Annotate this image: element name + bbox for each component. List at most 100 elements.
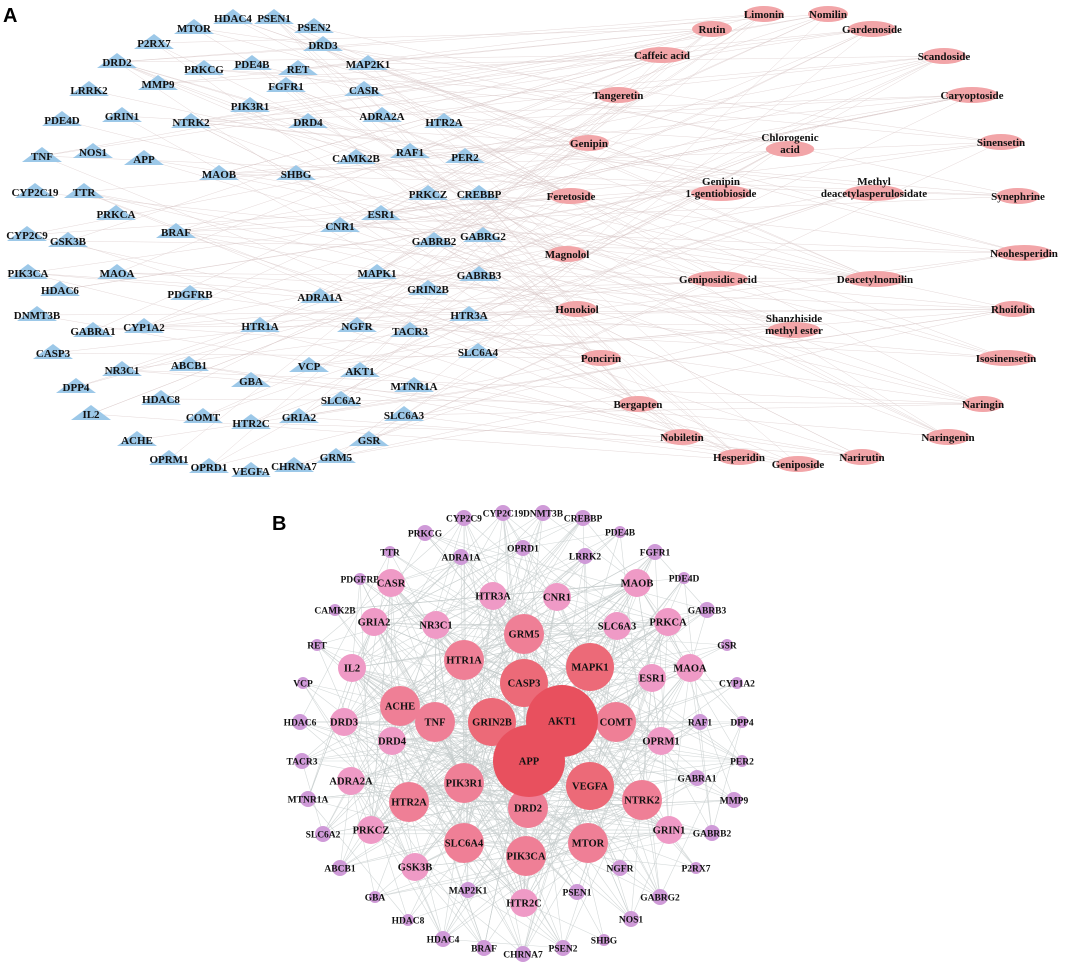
protein-node-gsk3b[interactable]: GSK3B <box>398 853 432 881</box>
protein-node-slc6a2[interactable]: SLC6A2 <box>306 826 341 842</box>
target-node-gabrg2[interactable]: GABRG2 <box>460 227 506 243</box>
target-node-abcb1[interactable]: ABCB1 <box>169 356 209 372</box>
protein-node-abcb1[interactable]: ABCB1 <box>324 860 356 876</box>
target-node-slc6a3[interactable]: SLC6A3 <box>384 406 425 422</box>
target-node-crebbp[interactable]: CREBBP <box>457 185 502 201</box>
protein-node-esr1[interactable]: ESR1 <box>638 664 666 692</box>
protein-node-nos1[interactable]: NOS1 <box>619 911 644 927</box>
target-node-pik3r1[interactable]: PIK3R1 <box>230 97 270 113</box>
target-node-pdgfrb[interactable]: PDGFRB <box>167 285 213 301</box>
compound-node-genipin[interactable]: Genipin <box>569 135 609 151</box>
target-node-shbg[interactable]: SHBG <box>276 165 316 181</box>
protein-node-grin1[interactable]: GRIN1 <box>653 816 686 844</box>
protein-node-mapk1[interactable]: MAPK1 <box>566 643 614 691</box>
target-node-ngfr[interactable]: NGFR <box>337 317 377 333</box>
compound-node-nomilin[interactable]: Nomilin <box>808 6 848 22</box>
protein-node-htr3a[interactable]: HTR3A <box>475 582 511 610</box>
compound-node-nobiletin[interactable]: Nobiletin <box>660 429 704 445</box>
protein-node-tnf[interactable]: TNF <box>415 702 455 742</box>
protein-node-htr2a[interactable]: HTR2A <box>389 782 429 822</box>
target-node-adra2a[interactable]: ADRA2A <box>359 107 405 123</box>
compound-node-gardenoside[interactable]: Gardenoside <box>842 21 902 37</box>
protein-node-pik3ca[interactable]: PIK3CA <box>506 836 546 876</box>
protein-node-casp3[interactable]: CASP3 <box>500 659 548 707</box>
protein-node-grm5[interactable]: GRM5 <box>504 614 544 654</box>
target-node-oprd1[interactable]: OPRD1 <box>189 458 229 474</box>
protein-node-psen2[interactable]: PSEN2 <box>548 940 578 956</box>
target-node-gabrb2[interactable]: GABRB2 <box>412 232 457 248</box>
protein-node-lrrk2[interactable]: LRRK2 <box>569 548 601 564</box>
compound-node-naringin[interactable]: Naringin <box>962 396 1004 412</box>
protein-node-tacr3[interactable]: TACR3 <box>287 753 318 769</box>
target-node-drd3[interactable]: DRD3 <box>303 36 343 52</box>
target-node-gsr[interactable]: GSR <box>349 431 389 447</box>
protein-node-adra2a[interactable]: ADRA2A <box>329 767 373 795</box>
protein-node-ret[interactable]: RET <box>307 639 327 652</box>
target-node-pde4d[interactable]: PDE4D <box>42 111 82 127</box>
target-node-cyp2c9[interactable]: CYP2C9 <box>6 226 48 242</box>
target-node-mtnr1a[interactable]: MTNR1A <box>390 377 438 393</box>
target-node-vcp[interactable]: VCP <box>289 357 329 373</box>
target-node-nos1[interactable]: NOS1 <box>73 143 113 159</box>
protein-node-pik3r1[interactable]: PIK3R1 <box>444 763 484 803</box>
compound-node-honokiol[interactable]: Honokiol <box>555 301 599 317</box>
compound-node-naringenin[interactable]: Naringenin <box>921 429 975 445</box>
target-node-lrrk2[interactable]: LRRK2 <box>69 81 109 97</box>
protein-node-vcp[interactable]: VCP <box>293 677 313 690</box>
protein-node-ache[interactable]: ACHE <box>380 686 420 726</box>
protein-node-gba[interactable]: GBA <box>365 891 386 904</box>
target-node-mapk1[interactable]: MAPK1 <box>357 264 397 280</box>
protein-node-slc6a4[interactable]: SLC6A4 <box>444 823 484 863</box>
protein-node-psen1[interactable]: PSEN1 <box>562 884 592 900</box>
target-node-ntrk2[interactable]: NTRK2 <box>171 113 211 129</box>
protein-node-htr2c[interactable]: HTR2C <box>506 889 542 917</box>
target-node-map2k1[interactable]: MAP2K1 <box>346 55 391 71</box>
target-node-psen2[interactable]: PSEN2 <box>294 18 334 34</box>
target-node-chrna7[interactable]: CHRNA7 <box>271 457 317 473</box>
protein-node-chrna7[interactable]: CHRNA7 <box>503 946 543 962</box>
target-node-grin2b[interactable]: GRIN2B <box>407 280 449 296</box>
protein-node-dnmt3b[interactable]: DNMT3B <box>523 505 564 521</box>
protein-node-braf[interactable]: BRAF <box>471 940 497 956</box>
compound-node-rutin[interactable]: Rutin <box>692 21 732 37</box>
target-node-slc6a2[interactable]: SLC6A2 <box>321 391 362 407</box>
target-node-dnmt3b[interactable]: DNMT3B <box>14 306 61 322</box>
protein-node-cyp2c9[interactable]: CYP2C9 <box>446 510 482 526</box>
compound-node-neohesperidin[interactable]: Neohesperidin <box>990 245 1058 261</box>
target-node-pde4b[interactable]: PDE4B <box>232 55 272 71</box>
protein-node-prkca[interactable]: PRKCA <box>649 608 687 636</box>
target-node-raf1[interactable]: RAF1 <box>390 143 430 159</box>
protein-node-gabrb2[interactable]: GABRB2 <box>693 825 732 841</box>
protein-node-pde4b[interactable]: PDE4B <box>605 526 636 539</box>
protein-node-oprd1[interactable]: OPRD1 <box>507 540 539 556</box>
target-node-grm5[interactable]: GRM5 <box>316 448 356 464</box>
target-node-braf[interactable]: BRAF <box>156 223 196 239</box>
protein-node-mtor[interactable]: MTOR <box>568 823 608 863</box>
target-node-casr[interactable]: CASR <box>344 81 384 97</box>
protein-node-drd4[interactable]: DRD4 <box>378 727 407 755</box>
target-node-gabrb3[interactable]: GABRB3 <box>457 266 502 282</box>
protein-node-akt1[interactable]: AKT1 <box>526 685 598 757</box>
protein-node-gabrb3[interactable]: GABRB3 <box>688 602 727 618</box>
target-node-oprm1[interactable]: OPRM1 <box>149 450 189 466</box>
compound-node-limonin[interactable]: Limonin <box>744 6 784 22</box>
protein-node-adra1a[interactable]: ADRA1A <box>441 549 481 565</box>
target-node-nr3c1[interactable]: NR3C1 <box>102 361 142 377</box>
target-node-hdac6[interactable]: HDAC6 <box>40 281 80 297</box>
target-node-gba[interactable]: GBA <box>231 372 271 388</box>
target-node-gabra1[interactable]: GABRA1 <box>70 322 116 338</box>
target-node-psen1[interactable]: PSEN1 <box>254 9 294 25</box>
target-node-akt1[interactable]: AKT1 <box>340 362 380 378</box>
compound-node-narirutin[interactable]: Narirutin <box>839 449 885 465</box>
target-node-tnf[interactable]: TNF <box>22 147 62 163</box>
protein-node-camk2b[interactable]: CAMK2B <box>314 604 356 617</box>
protein-node-prkcg[interactable]: PRKCG <box>408 525 443 541</box>
target-node-mtor[interactable]: MTOR <box>174 19 214 35</box>
protein-node-vegfa[interactable]: VEGFA <box>566 762 614 810</box>
protein-node-htr1a[interactable]: HTR1A <box>444 640 484 680</box>
protein-node-hdac8[interactable]: HDAC8 <box>392 914 425 927</box>
compound-node-caryoptoside[interactable]: Caryoptoside <box>941 87 1004 103</box>
target-node-p2rx7[interactable]: P2RX7 <box>134 34 174 50</box>
